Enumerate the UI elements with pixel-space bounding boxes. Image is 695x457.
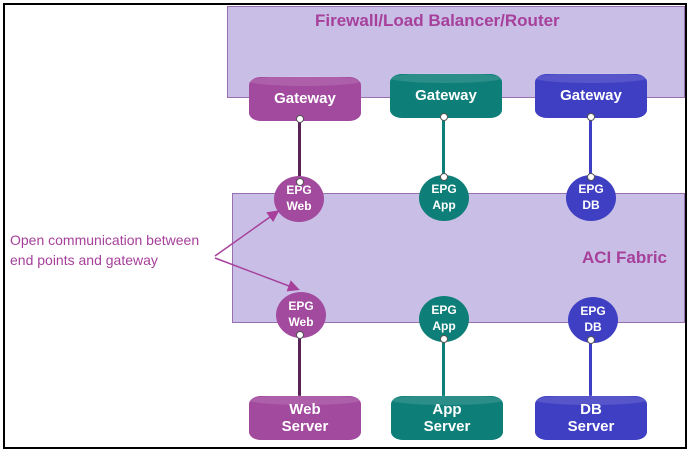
web-top-wire bbox=[298, 118, 301, 188]
epg-db-bottom-line2: DB bbox=[584, 320, 602, 334]
app-bottom-wire bbox=[442, 338, 445, 404]
annotation-line-2: end points and gateway bbox=[10, 252, 158, 269]
epg-app-top-line1: EPG bbox=[431, 182, 457, 197]
epg-web-top-port bbox=[296, 178, 304, 186]
gateway-db-label: Gateway bbox=[560, 87, 622, 105]
epg-db-bottom-line1: EPG bbox=[580, 304, 606, 319]
epg-app-bottom: EPG App bbox=[419, 296, 469, 342]
aci-fabric-title: ACI Fabric bbox=[582, 248, 668, 267]
db-bottom-wire bbox=[589, 338, 592, 404]
epg-db-top-line2: DB bbox=[582, 198, 600, 212]
gateway-app: Gateway bbox=[390, 73, 502, 118]
epg-app-top-port bbox=[440, 173, 448, 181]
arrow-to-epg-web-bottom bbox=[214, 257, 300, 292]
epg-db-bottom: EPG DB bbox=[568, 297, 618, 343]
gateway-web: Gateway bbox=[249, 76, 361, 121]
epg-app-bottom-line2: App bbox=[432, 319, 456, 333]
annotation-note: Open communication between end points an… bbox=[10, 230, 230, 271]
gateway-app-port bbox=[440, 113, 448, 121]
epg-web-bottom-line2: Web bbox=[288, 315, 314, 329]
gateway-db: Gateway bbox=[535, 73, 647, 118]
db-server: DB Server bbox=[535, 395, 647, 440]
epg-app-bottom-port bbox=[440, 335, 448, 343]
db-server-line2: Server bbox=[567, 418, 615, 435]
firewall-title: Firewall/Load Balancer/Router bbox=[315, 11, 560, 30]
web-server-line1: Web bbox=[289, 400, 321, 418]
arrow-to-epg-web-top bbox=[214, 210, 280, 257]
app-top-wire bbox=[442, 118, 445, 180]
web-bottom-wire bbox=[298, 332, 301, 404]
epg-db-top-line1: EPG bbox=[578, 182, 604, 197]
db-top-wire bbox=[589, 118, 592, 180]
epg-web-bottom-line1: EPG bbox=[288, 299, 314, 314]
gateway-web-port bbox=[296, 115, 304, 123]
epg-app-top-line2: App bbox=[432, 198, 456, 212]
epg-web-bottom-port bbox=[296, 331, 304, 339]
epg-db-top: EPG DB bbox=[566, 175, 616, 221]
epg-web-bottom: EPG Web bbox=[276, 292, 326, 338]
web-server: Web Server bbox=[249, 395, 361, 440]
app-server: App Server bbox=[391, 395, 503, 440]
epg-app-bottom-line1: EPG bbox=[431, 303, 457, 318]
annotation-line-1: Open communication between bbox=[10, 232, 200, 248]
epg-db-top-port bbox=[587, 173, 595, 181]
app-server-line1: App bbox=[432, 400, 462, 418]
epg-web-top-line2: Web bbox=[286, 199, 312, 213]
web-server-line2: Server bbox=[281, 418, 329, 435]
db-server-line1: DB bbox=[580, 400, 602, 418]
gateway-db-port bbox=[587, 113, 595, 121]
epg-app-top: EPG App bbox=[419, 175, 469, 221]
gateway-web-label: Gateway bbox=[274, 90, 336, 108]
gateway-app-label: Gateway bbox=[415, 87, 477, 105]
epg-db-bottom-port bbox=[587, 336, 595, 344]
epg-web-top-line1: EPG bbox=[286, 183, 312, 198]
app-server-line2: Server bbox=[423, 418, 471, 435]
